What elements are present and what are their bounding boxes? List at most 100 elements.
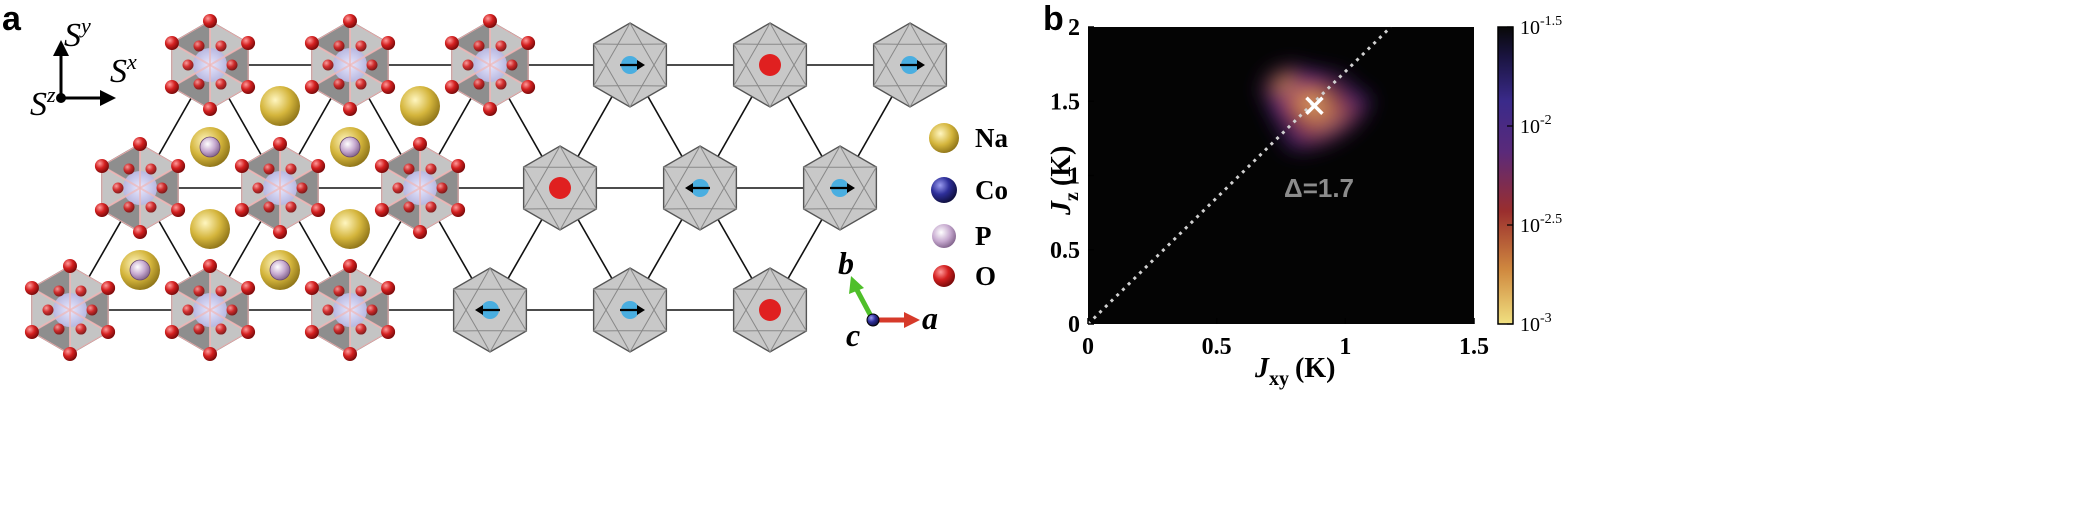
crystal-axes: b a c <box>838 245 938 353</box>
hexagon-edge <box>793 288 807 311</box>
co-o-bond <box>419 187 459 211</box>
hexagon-edge <box>477 267 491 290</box>
oxygen-atom <box>215 323 227 335</box>
oxygen-atom <box>343 347 357 361</box>
oxygen-atom <box>63 259 77 273</box>
co-o-bond <box>241 187 281 211</box>
oxygen-atom <box>241 281 256 295</box>
oxygen-atom <box>24 281 39 295</box>
spin-arrow-head <box>475 305 483 315</box>
oxygen-atom <box>263 163 275 175</box>
legend-o-sphere <box>933 265 955 287</box>
oxygen-atom <box>425 201 437 213</box>
hexagon-edge <box>687 145 701 168</box>
legend-item-co: Co <box>931 175 1008 205</box>
c-axis-label: c <box>846 317 860 353</box>
magnetic-site <box>592 267 668 353</box>
hexagon-edge <box>477 330 491 353</box>
oxygen-atom <box>333 40 345 52</box>
hexagon-edge <box>897 22 911 45</box>
x-tick-label: 1 <box>1339 334 1351 360</box>
spin-out-of-plane <box>759 299 781 321</box>
spin-arrow-head <box>637 305 645 315</box>
oxygen-atom <box>304 36 319 50</box>
co-o-bond <box>451 42 491 66</box>
hexagon-edge <box>699 145 713 168</box>
oxygen-atom <box>193 285 205 297</box>
hexagon-edge <box>489 267 503 290</box>
hexagon-edge <box>559 208 573 231</box>
oxygen-atom <box>495 40 507 52</box>
hexagon-edge <box>733 64 747 87</box>
hexagon-edge <box>909 22 923 45</box>
oxygen-atom <box>285 201 297 213</box>
co-o-bond <box>31 309 71 333</box>
co-o-bond <box>451 64 491 88</box>
oxygen-atom <box>94 203 109 217</box>
co-o-bond <box>419 165 459 189</box>
oxygen-atom <box>304 325 319 339</box>
magnetic-site <box>452 267 528 353</box>
oxygen-atom <box>112 182 124 194</box>
oxygen-atom <box>193 78 205 90</box>
co-o-bond <box>69 287 109 311</box>
magnetic-site <box>872 22 948 108</box>
oxygen-atom <box>273 225 287 239</box>
hexagon-edge <box>827 208 841 231</box>
hexagon-edge <box>827 145 841 168</box>
y-axis-label: Jz(K) <box>1046 146 1083 216</box>
oxygen-atom <box>304 80 319 94</box>
y-axis-ticks: 00.511.52 <box>1050 15 1094 338</box>
hexagon-edge <box>757 22 771 45</box>
oxygen-atom <box>215 78 227 90</box>
hexagon-edge <box>583 166 597 189</box>
oxygen-atom <box>343 259 357 273</box>
oxygen-atom <box>156 182 168 194</box>
hexagon-edge <box>699 208 713 231</box>
hexagon-edge <box>663 187 677 210</box>
co-o-bond <box>489 64 529 88</box>
p-atom <box>339 136 361 158</box>
oxygen-atom <box>322 304 334 316</box>
hexagon-edge <box>733 288 747 311</box>
legend-na-label: Na <box>975 123 1008 153</box>
hexagon-edge <box>513 309 527 332</box>
hexagon-edge <box>617 22 631 45</box>
hexagon-edge <box>793 64 807 87</box>
b-axis-label: b <box>838 245 854 281</box>
co-octahedron <box>234 137 326 239</box>
oxygen-atom <box>123 163 135 175</box>
hexagon-edge <box>547 208 561 231</box>
y-tick-label: 1.5 <box>1050 89 1080 115</box>
oxygen-atom <box>333 323 345 335</box>
oxygen-atom <box>451 203 466 217</box>
magnetic-site <box>802 145 878 231</box>
oxygen-atom <box>226 304 238 316</box>
oxygen-atom <box>63 347 77 361</box>
co-o-bond <box>489 42 529 66</box>
oxygen-atom <box>101 281 116 295</box>
oxygen-atom <box>333 78 345 90</box>
colorbar-tick-label: 10-1.5 <box>1520 14 1562 39</box>
hexagon-edge <box>909 85 923 108</box>
oxygen-atom <box>444 80 459 94</box>
oxygen-atom <box>425 163 437 175</box>
oxygen-atom <box>133 137 147 151</box>
oxygen-atom <box>53 323 65 335</box>
colorbar: 10-1.510-210-2.510-3 <box>1497 14 1562 336</box>
hexagon-edge <box>583 187 597 210</box>
oxygen-atom <box>355 78 367 90</box>
oxygen-atom <box>343 14 357 28</box>
optimum-marker <box>1305 96 1324 115</box>
oxygen-atom <box>473 78 485 90</box>
na-atom <box>330 209 370 249</box>
oxygen-atom <box>355 323 367 335</box>
y-tick-label: 0 <box>1068 312 1080 338</box>
p-atom <box>129 259 151 281</box>
oxygen-atom <box>273 137 287 151</box>
oxygen-atom <box>381 80 396 94</box>
oxygen-atom <box>203 102 217 116</box>
co-octahedron <box>164 259 256 361</box>
